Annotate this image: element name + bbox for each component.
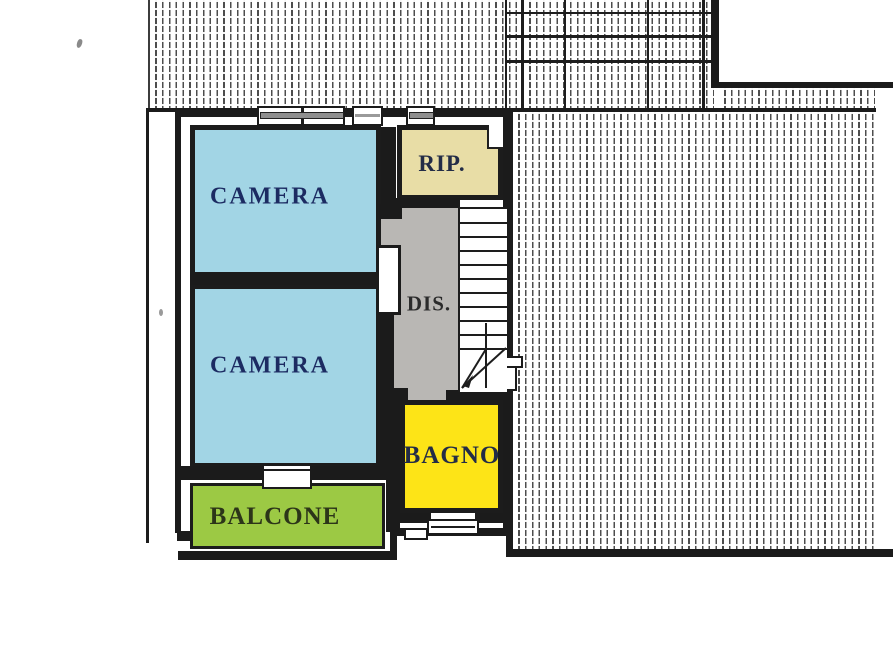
roof-grid-hline xyxy=(506,60,712,63)
stair-break-lines xyxy=(461,323,507,389)
bagno-doorway xyxy=(407,390,447,400)
rip-wall-notch xyxy=(487,125,505,149)
camera-door-leaf xyxy=(376,245,401,315)
camera-divider-wall xyxy=(190,273,382,285)
scan-speck xyxy=(159,309,163,316)
roof-grid-vline xyxy=(505,0,507,110)
stair-direction-arrow xyxy=(463,375,473,388)
roof-grid-vline xyxy=(702,0,705,110)
slab-connector-left xyxy=(390,526,397,559)
roof-edge-horizontal xyxy=(711,82,893,88)
bagno-top-wall-left-stub xyxy=(386,388,408,400)
left-outer-edge-line xyxy=(146,108,149,543)
bagno-window-gap xyxy=(431,513,475,523)
scan-speck xyxy=(75,38,84,49)
top-wall-segment xyxy=(383,108,406,117)
balcony-door-threshold xyxy=(262,469,312,489)
roof-hatch-top xyxy=(148,0,714,110)
rip-bottom-wall xyxy=(396,198,460,208)
bagno-top-wall xyxy=(446,390,513,400)
roof-grid-vline xyxy=(647,0,649,110)
window-sill xyxy=(409,112,434,119)
window-sill xyxy=(355,114,380,117)
dis-label: DIS. xyxy=(406,291,452,316)
exterior-step xyxy=(404,528,428,540)
roof-edge-vertical xyxy=(711,0,719,86)
roof-grid-hline xyxy=(506,35,712,38)
camera1-right-wall xyxy=(381,127,396,204)
staircase-drawing xyxy=(460,222,507,389)
window-sill xyxy=(260,112,344,119)
room-bagno xyxy=(400,400,503,513)
left-wall xyxy=(175,108,181,533)
right-wall-upper xyxy=(503,110,513,358)
top-wall-segment xyxy=(176,108,259,117)
room-camera-2 xyxy=(190,284,381,468)
roof-hatch-upper-right xyxy=(719,88,875,108)
roof-hatch-right xyxy=(513,112,875,550)
bagno-window-line xyxy=(431,526,475,528)
roof-grid-vline xyxy=(564,0,566,110)
top-wall-segment xyxy=(435,108,503,117)
bagno-label: BAGNO xyxy=(403,442,501,469)
balcone-label: BALCONE xyxy=(209,503,341,530)
rip-label: RIP. xyxy=(418,151,466,176)
roof-grid-hline xyxy=(506,12,712,14)
bottom-perimeter-line xyxy=(506,549,893,557)
top-wall-segment xyxy=(343,108,354,117)
slab-connector-right xyxy=(506,528,513,557)
room-rip xyxy=(397,125,503,200)
left-wall-step xyxy=(177,531,191,541)
camera1-label: CAMERA xyxy=(210,183,330,210)
camera2-label: CAMERA xyxy=(210,352,330,379)
staircase xyxy=(458,207,507,392)
stair-treads xyxy=(460,222,507,350)
balcony-slab-edge xyxy=(178,551,397,560)
roof-grid-vline xyxy=(521,0,524,110)
right-wall-lower xyxy=(503,388,513,530)
bagno-left-wall xyxy=(386,390,400,532)
